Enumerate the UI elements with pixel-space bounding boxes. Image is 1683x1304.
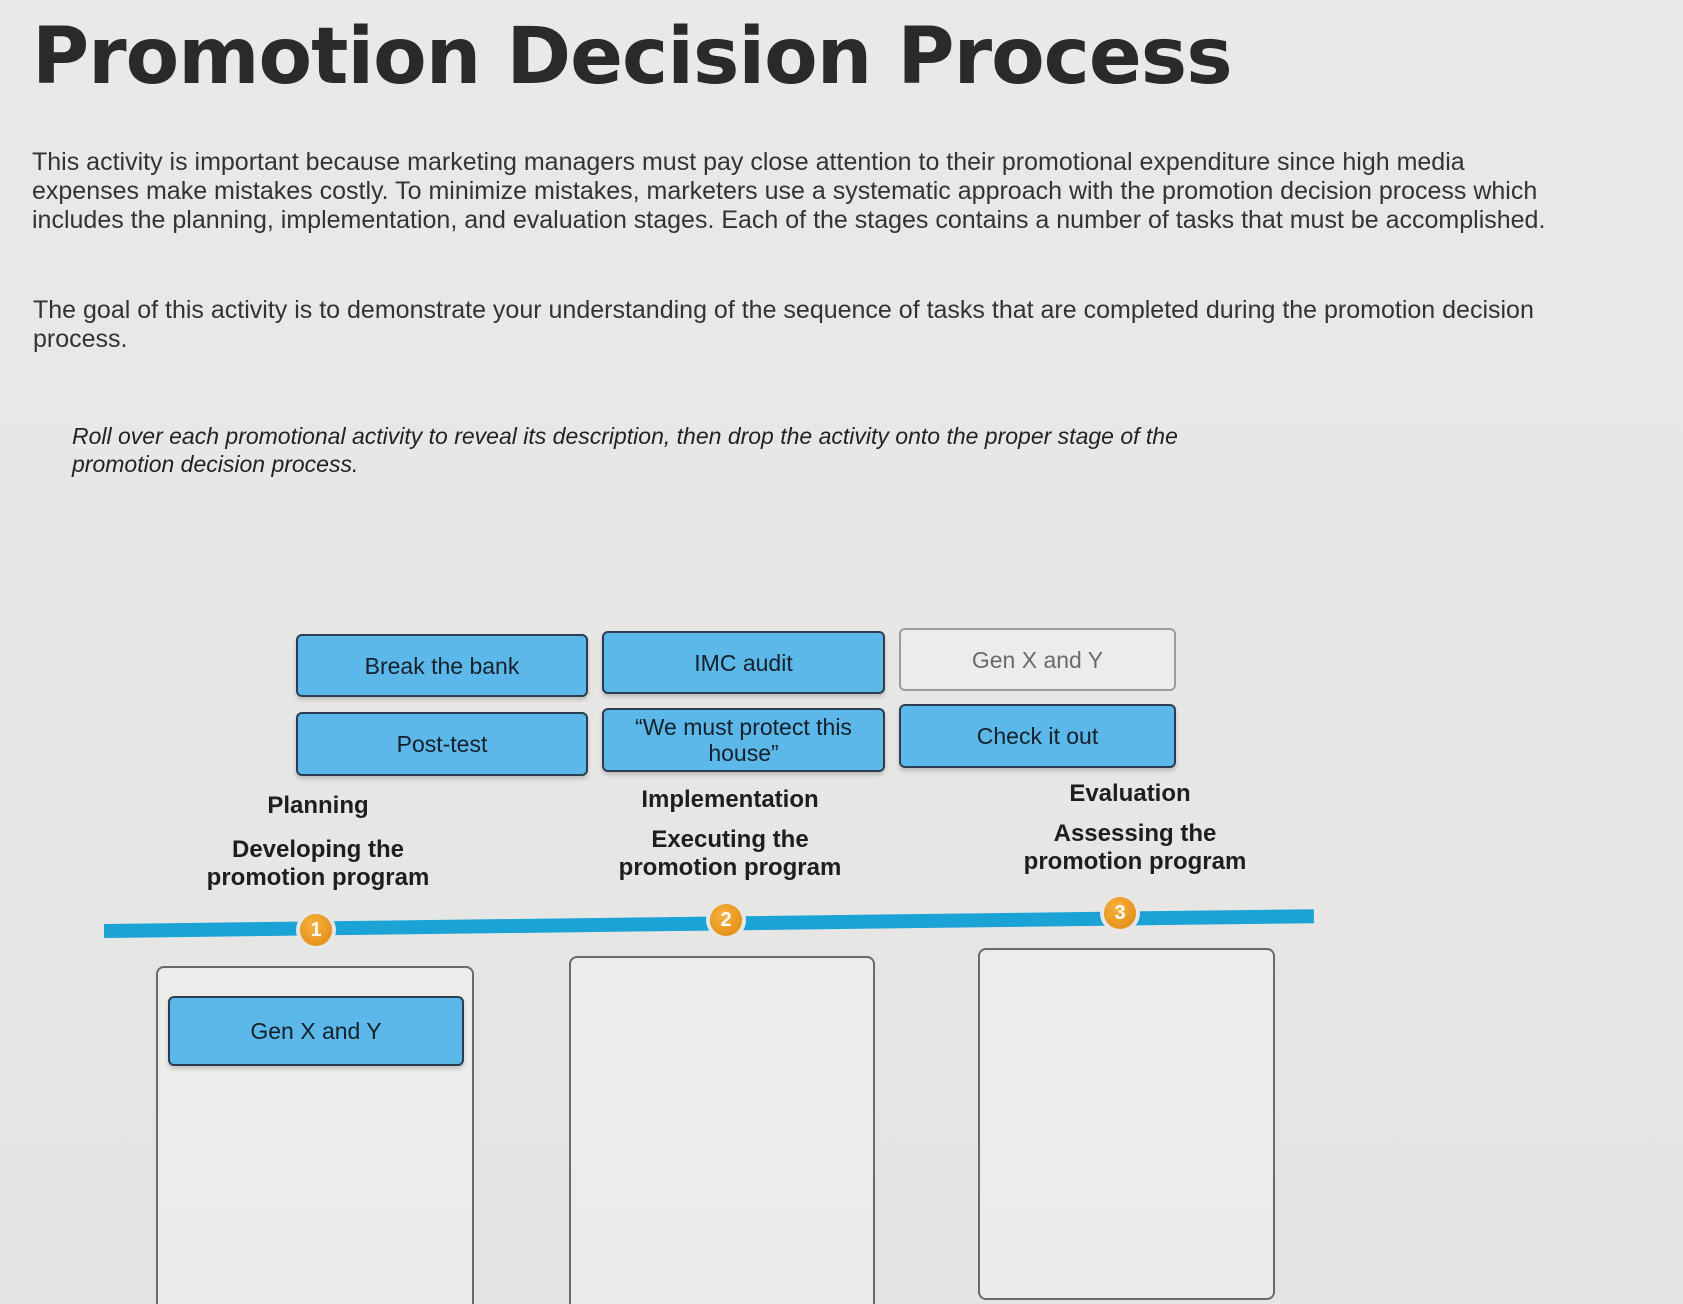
placed-activity-gen-x-and-y[interactable]: Gen X and Y: [168, 996, 464, 1066]
goal-paragraph: The goal of this activity is to demonstr…: [33, 296, 1534, 353]
page-title: Promotion Decision Process: [32, 12, 1233, 102]
activity-break-the-bank[interactable]: Break the bank: [296, 634, 588, 697]
stage-3-name: Evaluation: [1069, 780, 1191, 807]
dropzone-planning[interactable]: Gen X and Y: [156, 966, 474, 1304]
stage-3-description: Assessing the promotion program: [1023, 820, 1247, 875]
activity-check-it-out[interactable]: Check it out: [899, 704, 1176, 768]
stage-1-badge: 1: [300, 914, 332, 946]
stage-1-description: Developing the promotion program: [206, 836, 430, 891]
stage-2-description: Executing the promotion program: [618, 826, 842, 881]
stage-3-badge: 3: [1104, 897, 1136, 929]
dropzone-evaluation[interactable]: [978, 948, 1275, 1300]
activity-imc-audit[interactable]: IMC audit: [602, 631, 885, 694]
activity-post-test[interactable]: Post-test: [296, 712, 588, 776]
dropzone-implementation[interactable]: [569, 956, 875, 1304]
instruction-text: Roll over each promotional activity to r…: [72, 423, 1178, 477]
intro-paragraph: This activity is important because marke…: [32, 148, 1546, 234]
stage-1-name: Planning: [267, 792, 369, 819]
stage-2-name: Implementation: [641, 786, 819, 813]
stage-2-badge: 2: [710, 904, 742, 936]
activity-gen-x-and-y-placeholder: Gen X and Y: [899, 628, 1176, 691]
activity-we-must-protect-this-house[interactable]: “We must protect this house”: [602, 708, 885, 772]
